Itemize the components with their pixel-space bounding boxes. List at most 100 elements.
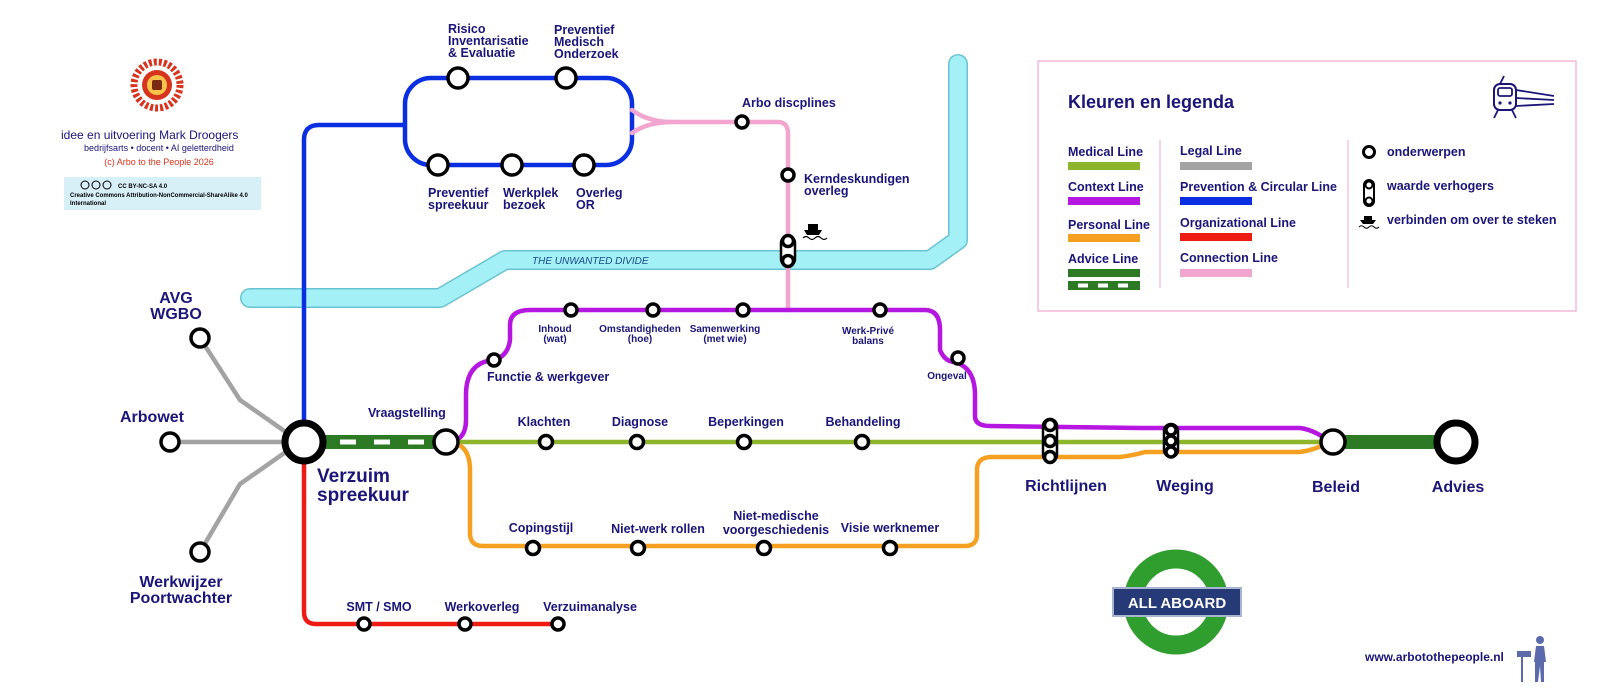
station-samenwerking[interactable] [735,302,751,318]
legend-advice-dash [1098,283,1108,288]
station-avg[interactable] [189,327,211,349]
station-werkwijzer[interactable] [189,541,211,563]
roundel-label: ALL ABOARD [1128,595,1226,612]
license-badge: CC BY-NC-SA 4.0 [118,184,168,190]
legend-prevention-label: Prevention & Circular Line [1180,180,1337,194]
station-smt[interactable] [356,616,372,632]
legend-medical-label: Medical Line [1068,145,1143,159]
station-behandeling[interactable] [853,433,871,451]
label-copingstijl: Copingstijl [509,521,574,535]
station-werkoverleg[interactable] [457,616,473,632]
label-pmo-1: Preventief [554,23,615,37]
legend-station-icon [1362,145,1376,159]
station-overleg[interactable] [572,153,596,177]
arbo-logo [130,58,184,112]
label-nietmedisch-2: voorgeschiedenis [723,523,829,537]
label-samenwerking-1: Samenwerking [690,324,761,335]
credits: idee en uitvoering Mark Droogers bedrijf… [61,58,261,210]
label-rie-1: Risico [448,22,486,36]
station-kerndesk[interactable] [780,167,796,183]
legend-ferry-icon [1358,216,1380,229]
station-verzuimanalyse[interactable] [550,616,566,632]
label-inhoud-2: (wat) [543,334,566,345]
station-inhoud[interactable] [563,302,579,318]
label-werkwijzer-1: Werkwijzer [139,574,222,591]
label-ongeval: Ongeval [927,371,967,382]
label-werkplek-1: Werkplek [503,186,558,200]
legend-personal-label: Personal Line [1068,218,1150,232]
label-werkplek-2: bezoek [503,198,545,212]
value-enhancer-divide [779,233,797,269]
station-visie[interactable] [881,539,899,557]
station-functie[interactable] [486,352,502,368]
station-werkprive[interactable] [872,302,888,318]
station-nietmedisch[interactable] [755,539,773,557]
unwanted-divide: THE UNWANTED DIVIDE [240,54,968,308]
label-verzuim-1: Verzuim [317,466,390,487]
legend-organizational-label: Organizational Line [1180,216,1296,230]
station-arbowet[interactable] [159,431,181,453]
train-icon [1493,75,1555,119]
station-advies[interactable] [1433,419,1479,465]
ferry-icon [802,224,828,241]
label-verzuimanalyse: Verzuimanalyse [543,600,637,614]
advice-line [318,435,1450,449]
label-advies: Advies [1432,479,1485,496]
station-ongeval[interactable] [950,350,966,366]
label-smt: SMT / SMO [346,600,412,614]
legend-context-label: Context Line [1068,180,1144,194]
station-klachten[interactable] [537,433,555,451]
label-pmo-2: Medisch [554,35,604,49]
station-beperkingen[interactable] [735,433,753,451]
legend-personal-swatch [1068,234,1140,242]
footer-website[interactable]: www.arbotothepeople.nl [1364,650,1504,664]
legal-line [167,335,303,555]
station-arbodisc[interactable] [734,114,750,130]
label-werkprive-1: Werk-Privé [842,326,895,337]
station-nietwerk[interactable] [629,539,647,557]
station-copingstijl[interactable] [524,539,542,557]
credits-roles: bedrijfsarts • docent • AI geletterdheid [84,143,234,153]
legend-connection-swatch [1180,269,1252,277]
label-omstandigheden-2: (hoe) [628,334,652,345]
legend: Kleuren en legenda Medical Line Context … [1037,60,1577,312]
station-labels: AVG WGBO Arbowet Werkwijzer Poortwachter… [120,22,1484,614]
credits-copyright: (c) Arbo to the People 2026 [104,157,214,167]
station-verzuim[interactable] [281,419,327,465]
legend-interchange-icon [1363,179,1375,207]
label-functie: Functie & werkgever [487,370,609,384]
station-pmo[interactable] [554,66,578,90]
label-avg-2: WGBO [150,306,202,323]
label-klachten: Klachten [518,415,571,429]
cc-icon [80,180,112,190]
credits-author: idee en uitvoering Mark Droogers [61,128,238,142]
station-rie[interactable] [446,66,470,90]
station-omstandigheden[interactable] [645,302,661,318]
station-werkplek[interactable] [500,153,524,177]
label-rie-3: & Evaluatie [448,46,515,60]
legend-waarde-label: waarde verhogers [1386,179,1494,193]
label-arbowet: Arbowet [120,409,185,426]
context-line [443,307,1333,445]
divide-label: THE UNWANTED DIVIDE [532,256,649,267]
label-nietwerk: Niet-werk rollen [611,522,705,536]
legend-context-swatch [1068,197,1140,205]
station-beleid[interactable] [1319,428,1347,456]
legend-advice-dash [1078,283,1088,288]
station-diagnose[interactable] [628,433,646,451]
station-vraagstelling[interactable] [432,428,460,456]
label-diagnose: Diagnose [612,415,668,429]
label-prevspreekuur-2: spreekuur [428,198,489,212]
label-richtlijnen: Richtlijnen [1025,478,1107,495]
label-werkwijzer-2: Poortwachter [130,590,232,607]
label-kerndesk-1: Kerndeskundigen [804,172,910,186]
legend-connection-label: Connection Line [1180,251,1278,265]
label-visie: Visie werknemer [841,521,940,535]
label-inhoud-1: Inhoud [538,324,571,335]
station-prevspreekuur[interactable] [426,153,450,177]
legend-organizational-swatch [1180,233,1252,241]
all-aboard-roundel: ALL ABOARD [1112,549,1242,655]
legend-verbinden-label: verbinden om over te steken [1387,213,1557,227]
legend-prevention-swatch [1180,197,1252,205]
